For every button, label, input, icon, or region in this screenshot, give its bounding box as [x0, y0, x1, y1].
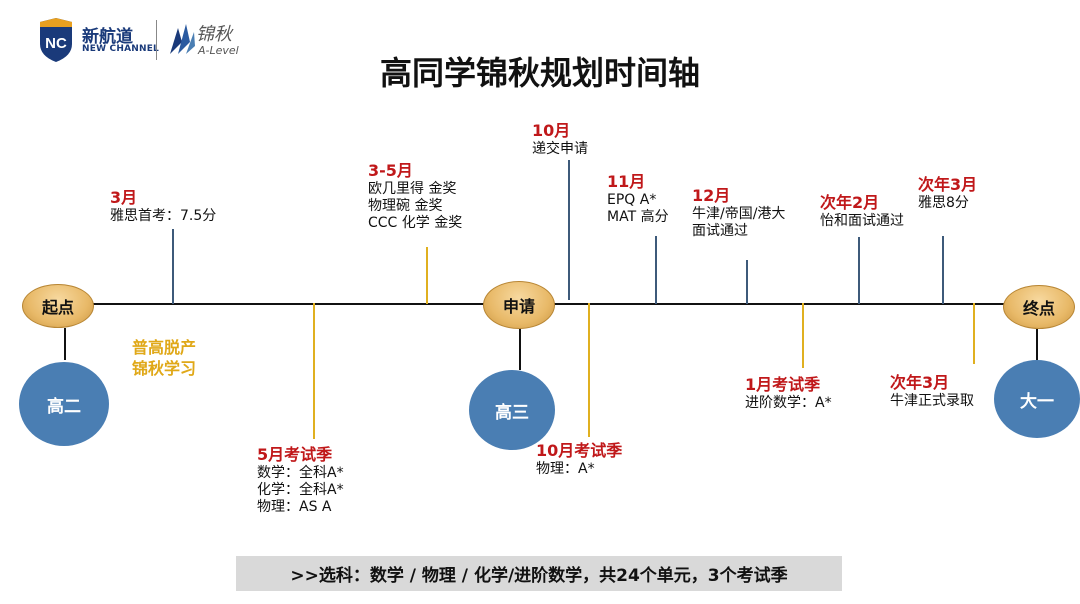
event-line: 欧几里得 金奖 [368, 181, 457, 197]
event-line: 雅思首考：7.5分 [110, 208, 217, 224]
new-channel-shield-icon: NC [40, 18, 72, 62]
event-oct: 10月 递交申请 [532, 121, 588, 158]
tick-nov [655, 236, 657, 304]
event-mar: 3月 雅思首考：7.5分 [110, 188, 216, 225]
event-heading: 10月 [532, 121, 571, 140]
jinqiu-wing-icon [170, 24, 195, 54]
event-line: 递交申请 [532, 141, 588, 157]
stage-g2: 高二 [19, 362, 109, 446]
stem-g3 [519, 328, 521, 370]
event-line: 化学：全科A* [257, 482, 344, 498]
tick-oct [568, 160, 570, 300]
event-line: 雅思8分 [918, 195, 969, 211]
event-mar-next: 次年3月 雅思8分 [918, 175, 977, 212]
node-end: 终点 [1003, 285, 1075, 329]
event-dec: 12月 牛津/帝国/港大 面试通过 [692, 186, 785, 240]
tick-mar [172, 229, 174, 304]
stem-g2 [64, 328, 66, 360]
brand-name-cn: 新航道 [82, 27, 133, 47]
tick-mar-offer [973, 303, 975, 364]
event-heading: 3月 [110, 188, 138, 207]
tick-mar-may [426, 247, 428, 304]
event-line: MAT 高分 [607, 209, 669, 225]
tick-mar-next [942, 236, 944, 304]
transfer-note: 普高脱产 锦秋学习 [132, 337, 196, 379]
event-feb-next: 次年2月 怡和面试通过 [820, 193, 904, 230]
event-jan-exam: 1月考试季 进阶数学：A* [745, 375, 832, 412]
subject-banner: >>选科：数学 / 物理 / 化学/进阶数学，共24个单元，3个考试季 [236, 556, 842, 591]
stem-uni1 [1036, 328, 1038, 360]
event-line: CCC 化学 金奖 [368, 215, 463, 231]
node-start: 起点 [22, 284, 94, 328]
event-line: 数学：全科A* [257, 465, 344, 481]
tick-may-exam [313, 303, 315, 439]
event-heading: 1月考试季 [745, 375, 821, 394]
event-heading: 次年3月 [918, 175, 978, 194]
event-line: 进阶数学：A* [745, 395, 832, 411]
stage-g3: 高三 [469, 370, 555, 450]
event-mar-may: 3-5月 欧几里得 金奖 物理碗 金奖 CCC 化学 金奖 [368, 161, 462, 232]
event-heading: 次年3月 [890, 373, 950, 392]
event-heading: 3-5月 [368, 161, 413, 180]
event-heading: 12月 [692, 186, 731, 205]
event-heading: 11月 [607, 172, 646, 191]
stage-uni1: 大一 [994, 360, 1080, 438]
brand-name-en: NEW CHANNEL [82, 44, 159, 54]
tick-dec [746, 260, 748, 304]
logo-divider [156, 20, 157, 60]
event-heading: 次年2月 [820, 193, 880, 212]
event-line: EPQ A* [607, 192, 657, 208]
sub-brand-en: A-Level [198, 44, 239, 57]
page-title: 高同学锦秋规划时间轴 [379, 54, 700, 92]
transfer-note-line-2: 锦秋学习 [132, 359, 197, 378]
shield-text: NC [45, 35, 67, 52]
event-line: 物理：A* [536, 461, 595, 477]
tick-oct-exam [588, 303, 590, 437]
event-nov: 11月 EPQ A* MAT 高分 [607, 172, 669, 226]
event-mar-offer: 次年3月 牛津正式录取 [890, 373, 974, 410]
event-heading: 10月考试季 [536, 441, 623, 460]
event-line: 物理碗 金奖 [368, 198, 443, 214]
event-line: 牛津正式录取 [890, 393, 974, 409]
tick-jan-exam [802, 303, 804, 368]
transfer-note-line-1: 普高脱产 [132, 338, 197, 357]
event-may-exam: 5月考试季 数学：全科A* 化学：全科A* 物理：AS A [257, 445, 344, 516]
tick-feb-next [858, 237, 860, 304]
sub-brand-cn: 锦秋 [196, 24, 232, 45]
event-heading: 5月考试季 [257, 445, 333, 464]
event-line: 怡和面试通过 [820, 213, 904, 229]
node-apply: 申请 [483, 281, 555, 329]
event-line: 牛津/帝国/港大 [692, 206, 786, 222]
event-oct-exam: 10月考试季 物理：A* [536, 441, 622, 478]
event-line: 物理：AS A [257, 499, 332, 515]
event-line: 面试通过 [692, 223, 748, 239]
